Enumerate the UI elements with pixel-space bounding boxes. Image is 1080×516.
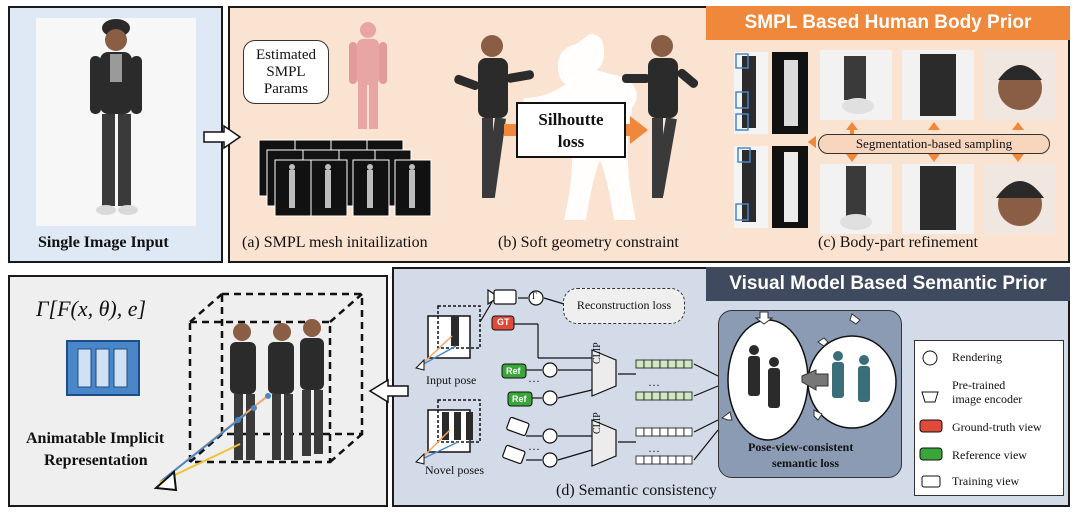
segmentation-sampling-box: Segmentation-based sampling [818,134,1050,154]
legend-box [914,340,1064,496]
single-input-caption: Single Image Input [38,234,169,251]
implicit-caption-line2: Representation [44,452,148,469]
feature-vectors-top [635,359,693,401]
legend-ref-view: Reference view [952,448,1027,462]
training-view-icon [921,475,941,488]
legend-icons [919,350,943,488]
legend-rendering: Rendering [952,350,1002,364]
input-person-figure [90,19,142,215]
rendering-icon [922,350,938,366]
novel-dots: ··· [528,442,540,456]
segmentation-crops [734,52,808,228]
arrow-semantic-to-implicit [368,378,409,404]
person-left-figure [454,35,535,199]
reconstruction-loss-label: Reconstruction loss [576,298,672,312]
person-right-figure [622,35,699,198]
semantic-pipeline-figure [415,288,719,468]
segmentation-sampling-label: Segmentation-based sampling [855,136,1013,151]
caption-d-semantic: (d) Semantic consistency [556,482,717,499]
estimated-smpl-params-box: Estimated SMPL Params [243,40,329,104]
legend-gt-view: Ground-truth view [952,420,1042,434]
clip-label-top: CLIP [592,342,603,364]
novel-poses-cube [415,399,481,465]
silhouette-frames-stack [258,139,432,217]
pvc-loss-label-line2: semantic loss [772,456,839,470]
clip-encoder-top [591,349,617,397]
ref-view-tags [501,363,533,407]
implicit-cube-figure [159,292,364,483]
semantic-prior-header: Visual Model Based Semantic Prior [706,267,1070,301]
caption-a-smpl-init: (a) SMPL mesh initailization [242,234,428,251]
smpl-mesh-figure [349,22,387,129]
gamma-label-1: Γ [532,291,538,301]
implicit-caption-line1: Animatable Implicit [26,430,165,447]
caption-b-soft-geometry: (b) Soft geometry constraint [498,234,679,251]
ref-tag-label-2: Ref [512,394,527,404]
estimated-smpl-params-label: Estimated SMPL Params [256,47,316,97]
novel-poses-label: Novel poses [425,463,484,477]
reconstruction-loss-box: Reconstruction loss [563,288,685,324]
legend-encoder-line1: Pre-trained [952,378,1006,392]
ref-tag-label-1: Ref [506,366,521,376]
arrow-input-to-smpl [203,124,242,150]
gt-view-icon [919,419,943,433]
refinement-crops [820,50,1056,234]
feature-dots-bottom: ··· [648,444,660,458]
input-pose-cube [415,305,481,371]
sampling-arrows [808,122,1024,162]
ref-view-icon [919,447,943,461]
rendering-circles [528,290,558,468]
silhouette-loss-box: Silhoutte loss [516,102,626,158]
input-photo [36,18,196,226]
cube-person-figures [230,319,324,460]
ref-dots: ··· [528,374,540,388]
training-view-cameras [487,288,530,465]
body-part-refinement-figure [734,50,1056,234]
smpl-prior-header: SMPL Based Human Body Prior [706,6,1070,40]
clip-label-bottom: CLIP [592,412,603,434]
camera-view-triangle [153,469,178,492]
feature-vectors-bottom [635,427,693,465]
legend-encoder-line2: image encoder [952,392,1023,406]
silhouette-loss-label-line2: loss [557,132,585,151]
feature-dots-top: ··· [648,378,660,392]
gt-view-tag [491,315,515,331]
input-pose-label: Input pose [426,373,477,387]
caption-c-body-part: (c) Body-part refinement [818,234,978,251]
pvc-loss-label-line1: Pose-view-consistent [748,440,854,454]
implicit-network-icon [66,340,140,396]
implicit-formula-text: Γ[F(x, θ), e] [36,296,147,321]
gt-tag-label: GT [497,317,510,327]
encoder-icon [921,391,939,403]
legend-training-view: Training view [952,474,1020,488]
implicit-formula: Γ[F(x, θ), e] [36,296,146,322]
silhouette-loss-label-line1: Silhoutte [538,110,604,129]
clip-encoder-bottom [591,419,617,467]
pvc-loss-figure [720,311,897,441]
